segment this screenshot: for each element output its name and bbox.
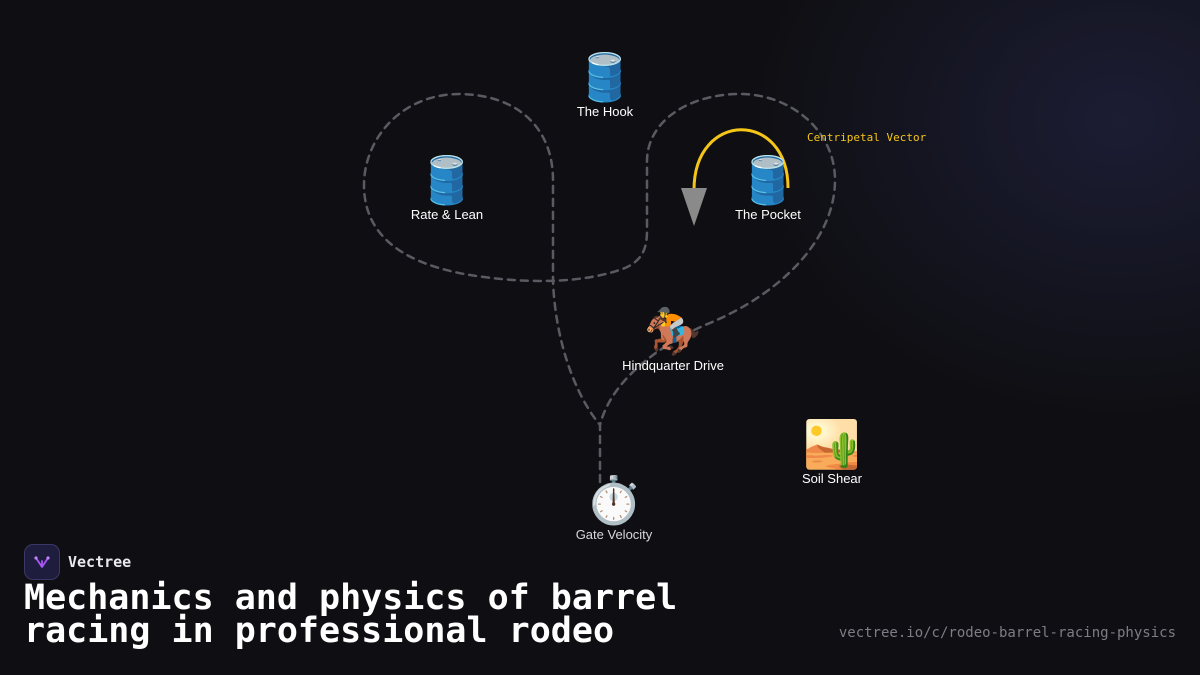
node-the-pocket: 🛢️ The Pocket [735, 155, 801, 222]
barrel-icon: 🛢️ [576, 50, 634, 104]
barrel-icon: 🛢️ [418, 153, 476, 207]
centripetal-vector-label: Centripetal Vector [807, 131, 927, 144]
node-gate-velocity: ⏱️ Gate Velocity [576, 475, 653, 542]
brand[interactable]: Vectree [24, 544, 131, 580]
node-rate-and-lean: 🛢️ Rate & Lean [411, 155, 483, 222]
node-label: Rate & Lean [410, 207, 484, 222]
node-label: The Pocket [735, 207, 801, 222]
node-label: Gate Velocity [575, 527, 653, 542]
page-title: Mechanics and physics of barrel racing i… [24, 578, 678, 651]
node-label: Hindquarter Drive [622, 358, 724, 373]
tree-branch-icon [24, 544, 60, 580]
node-hindquarter-drive: 🏇 Hindquarter Drive [622, 306, 724, 373]
stopwatch-icon: ⏱️ [585, 473, 643, 527]
brand-name: Vectree [68, 553, 132, 571]
horse-racing-icon: 🏇 [644, 304, 702, 358]
node-soil-shear: 🏜️ Soil Shear [802, 419, 862, 486]
centripetal-vector-arrowhead [681, 188, 707, 226]
pattern-path [362, 92, 837, 484]
node-label: Soil Shear [802, 471, 862, 486]
node-label: The Hook [576, 104, 634, 119]
barrel-icon: 🛢️ [739, 153, 797, 207]
desert-icon: 🏜️ [803, 417, 861, 471]
source-url[interactable]: vectree.io/c/rodeo-barrel-racing-physics [838, 625, 1176, 641]
node-the-hook: 🛢️ The Hook [576, 52, 633, 119]
centripetal-vector-arc [692, 128, 790, 191]
